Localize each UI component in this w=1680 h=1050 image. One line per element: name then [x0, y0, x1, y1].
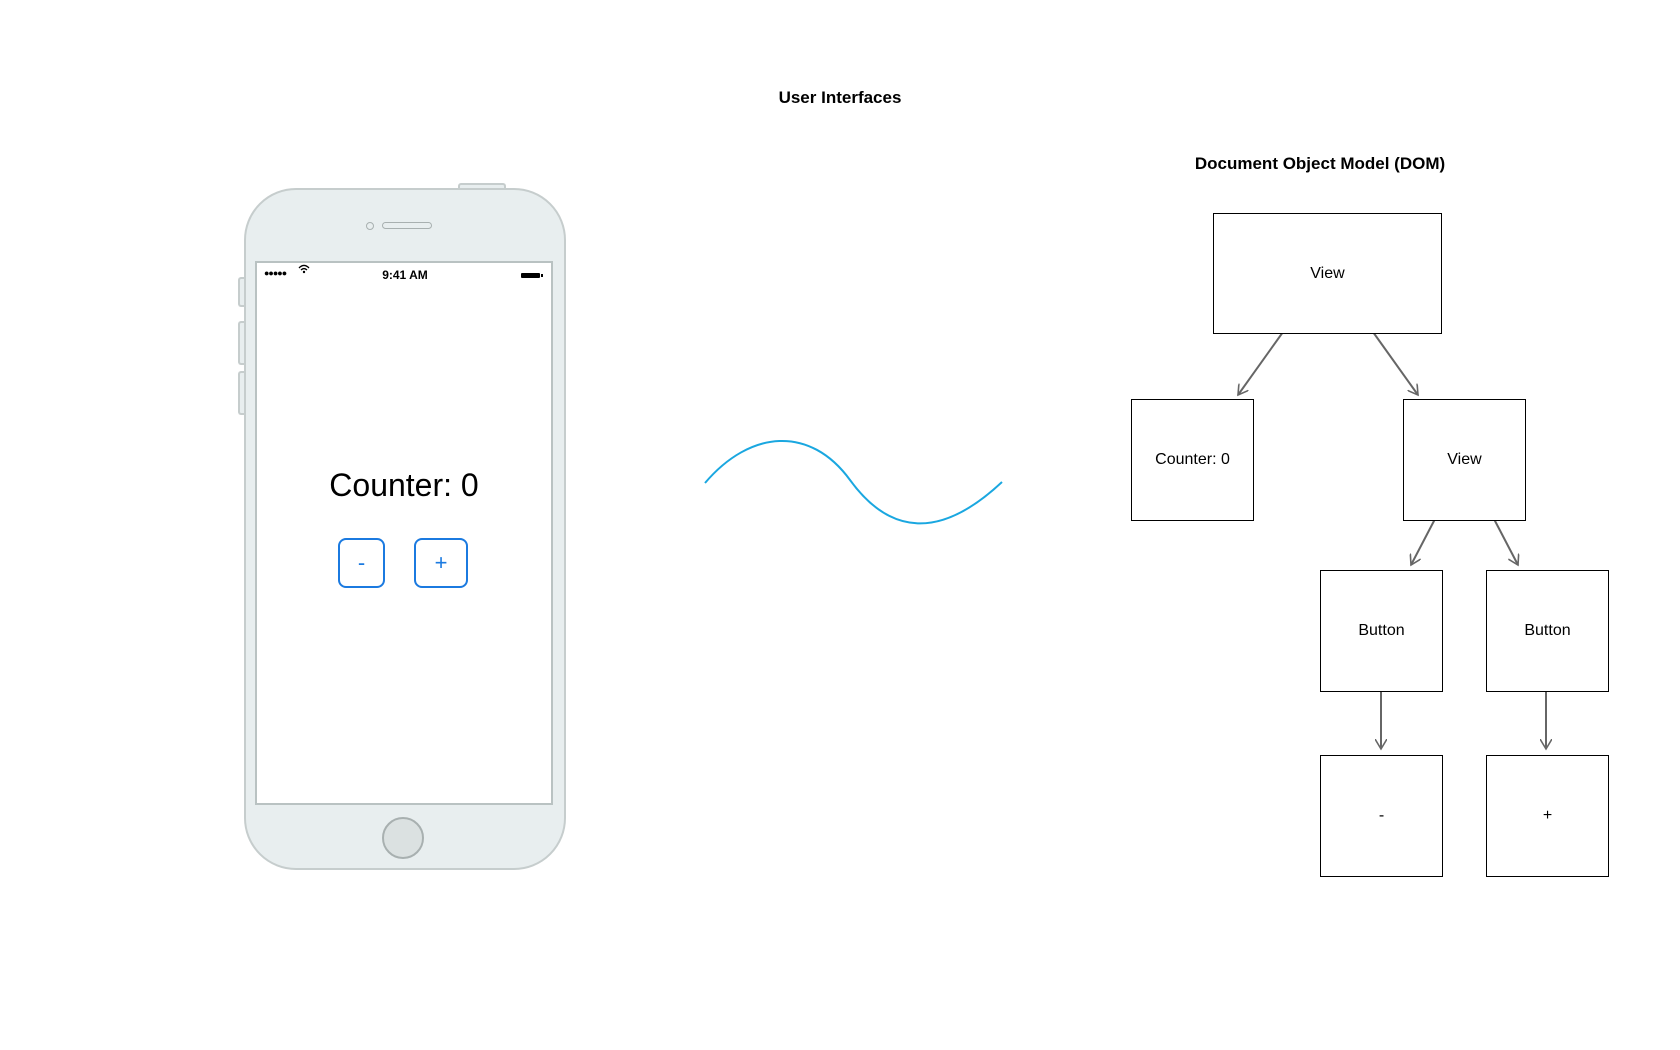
decrement-button[interactable]: -: [338, 538, 385, 588]
counter-label: Counter: 0: [329, 467, 479, 503]
phone-volume-up-button: [238, 321, 244, 365]
phone-volume-down-button: [238, 371, 244, 415]
wifi-icon: [298, 264, 310, 277]
speaker-icon: [382, 222, 432, 229]
edge-root-to-inner-view: [1372, 331, 1418, 395]
edge-root-to-counter: [1238, 331, 1284, 395]
edge-inner-view-to-button-plus: [1493, 518, 1518, 565]
phone-power-button: [458, 183, 506, 191]
status-time: 9:41 AM: [382, 268, 428, 282]
dom-title: Document Object Model (DOM): [1194, 154, 1446, 173]
node-button-minus: Button: [1320, 570, 1443, 692]
node-root-view: View: [1213, 213, 1442, 334]
phone-screen: [255, 261, 553, 805]
node-counter: Counter: 0: [1131, 399, 1254, 521]
camera-icon: [366, 222, 374, 230]
edge-inner-view-to-button-minus: [1411, 518, 1436, 565]
home-button[interactable]: [382, 817, 424, 859]
node-minus-text: -: [1320, 755, 1443, 877]
signal-strength-icon: ●●●●●: [264, 268, 287, 278]
battery-icon: [521, 273, 543, 278]
wave-line: [704, 439, 1003, 525]
increment-button[interactable]: +: [414, 538, 468, 588]
node-button-plus: Button: [1486, 570, 1609, 692]
wave-connector: [704, 439, 1003, 525]
node-inner-view: View: [1403, 399, 1526, 521]
phone-mute-switch: [238, 277, 244, 307]
page-title: User Interfaces: [778, 88, 902, 107]
node-plus-text: +: [1486, 755, 1609, 877]
